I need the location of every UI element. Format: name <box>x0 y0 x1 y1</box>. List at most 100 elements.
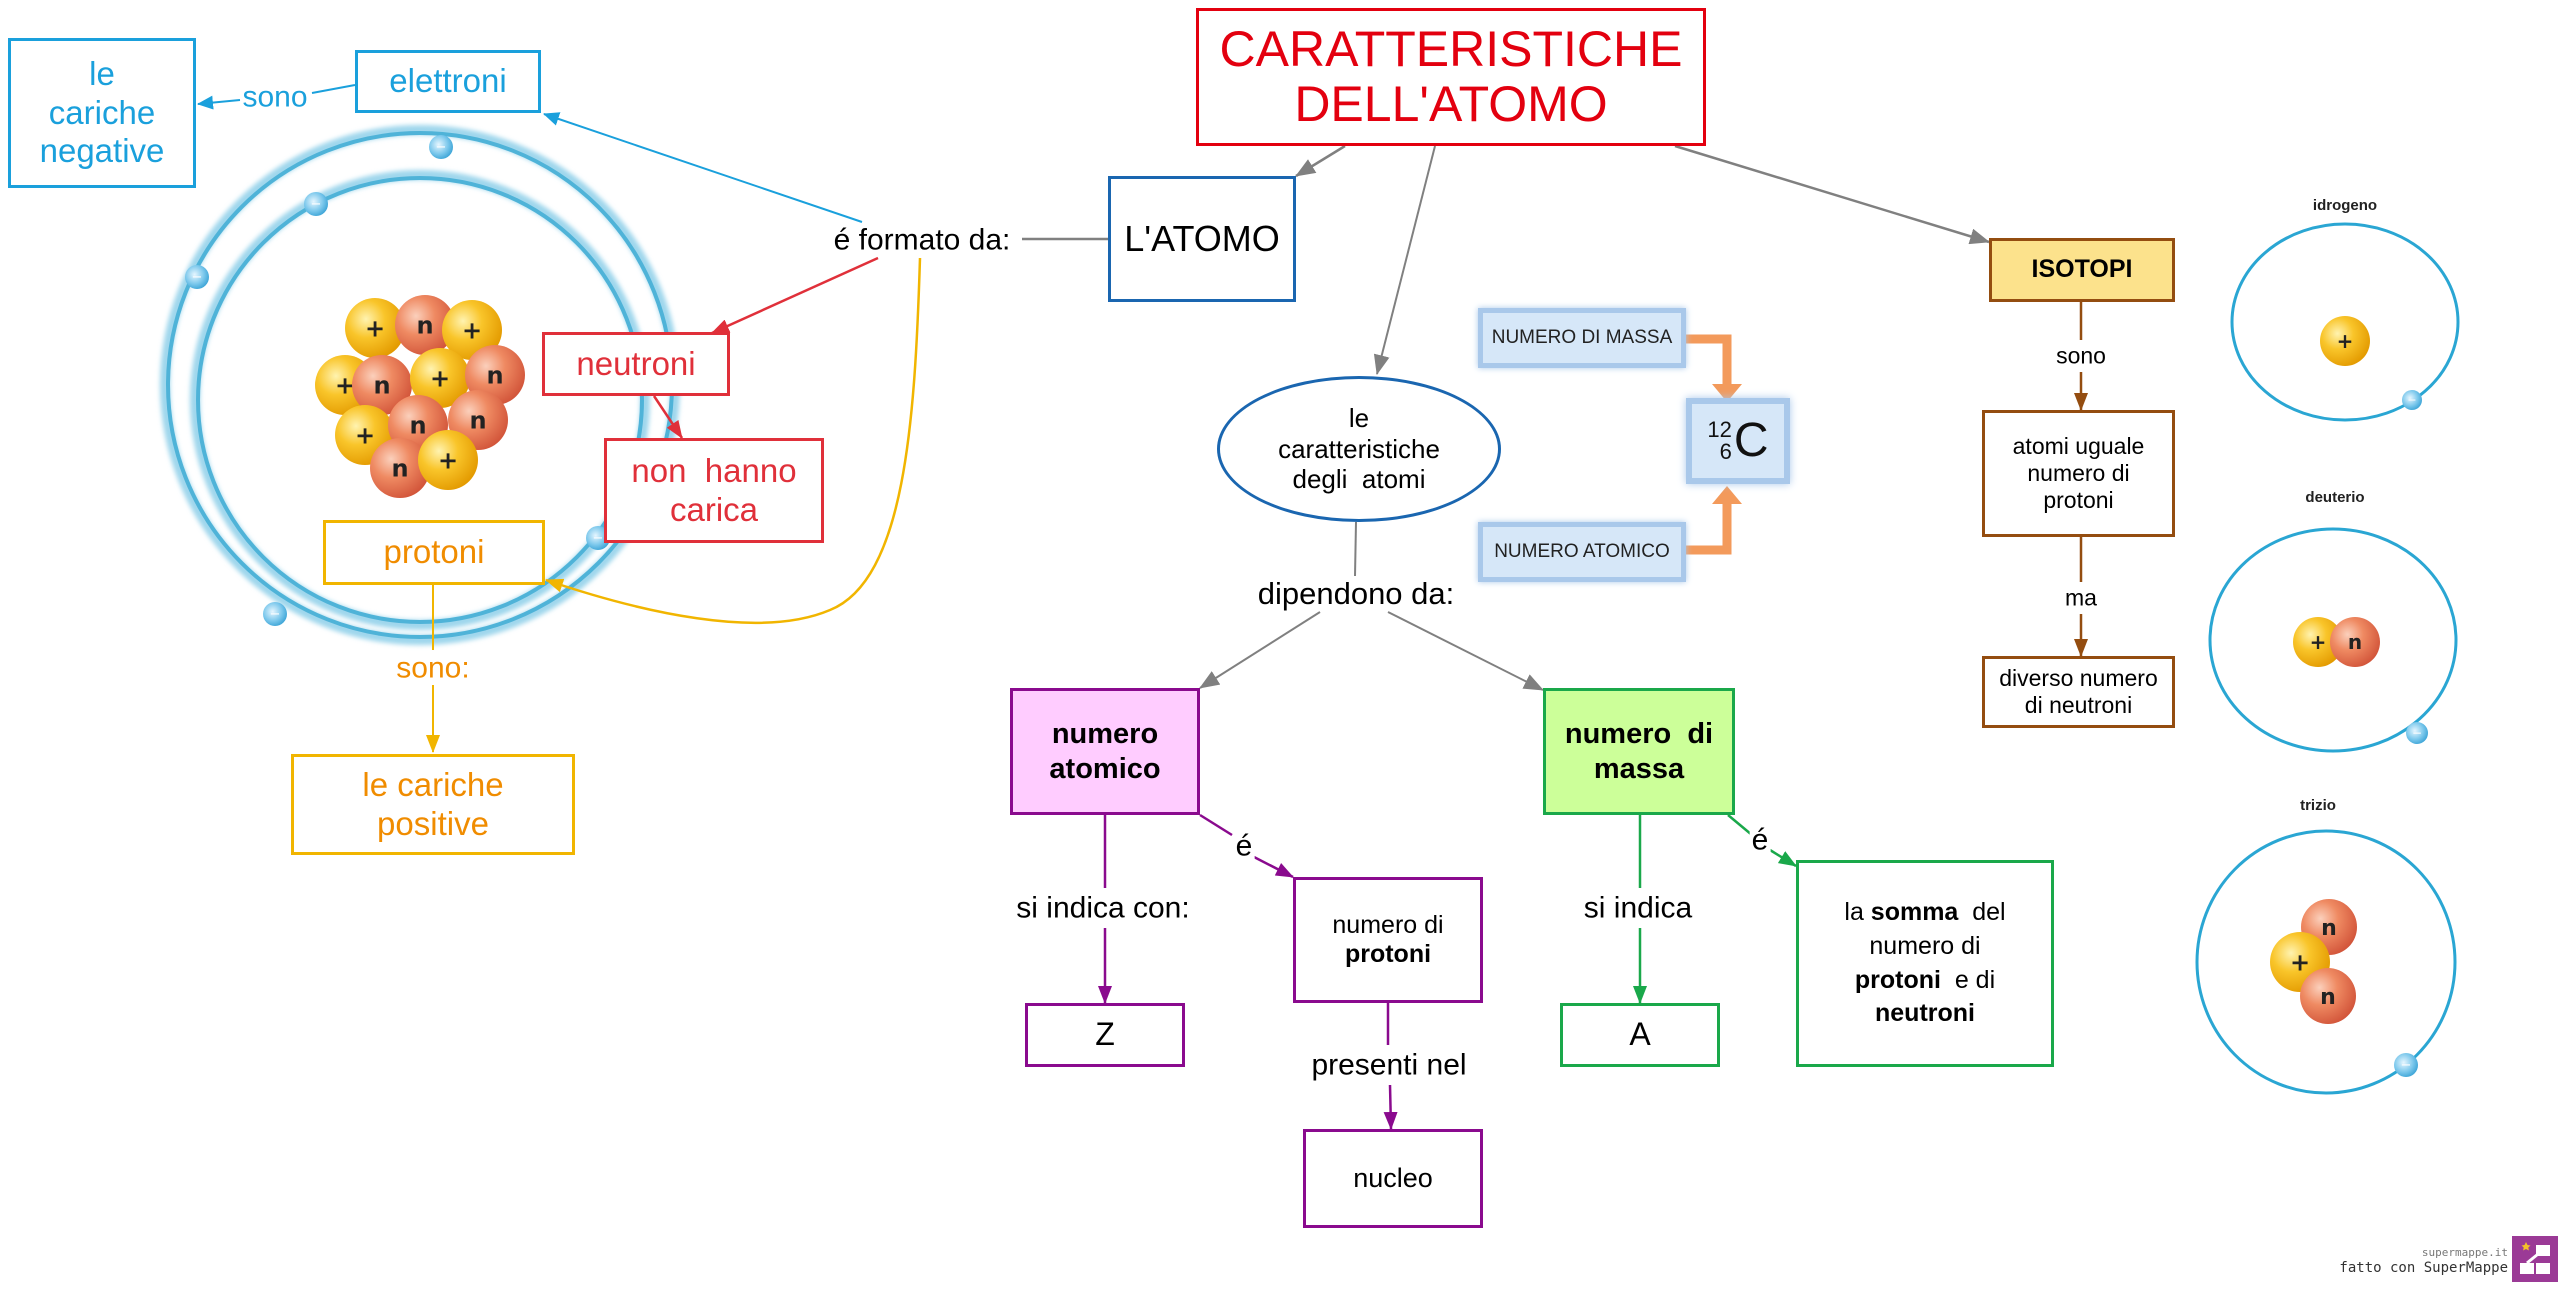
link-formato-protoni <box>545 257 922 624</box>
protons-count-node[interactable]: numero di protoni <box>1293 877 1483 1003</box>
electron-icon: − <box>263 602 287 626</box>
link-e-protoni <box>1253 855 1294 879</box>
particle-label: n <box>2320 985 2336 1010</box>
particle-label: + <box>355 421 375 449</box>
neutron-sphere: n <box>2330 617 2380 667</box>
no-charge-node[interactable]: non hanno carica <box>604 438 824 543</box>
negative-charges-node[interactable]: le cariche negative <box>8 38 196 188</box>
same-protons-line: atomi uguale <box>2012 432 2145 459</box>
link-title-caratteristiche <box>1373 145 1436 375</box>
positive-charges-line: positive <box>377 804 489 842</box>
svg-text:−: − <box>2412 726 2422 740</box>
sum-text: numero di <box>1869 931 1981 960</box>
sum-text-bold: protoni <box>1854 965 1941 994</box>
site-url: supermappe.it <box>2421 1246 2508 1259</box>
title-line-1: CARATTERISTICHE <box>1219 21 1683 77</box>
link-title-atomo <box>1295 144 1346 178</box>
electrons-node[interactable]: elettroni <box>355 50 541 113</box>
atomic-number-caption: NUMERO ATOMICO <box>1478 522 1686 582</box>
positive-charges-node[interactable]: le cariche positive <box>291 754 575 855</box>
sum-line-1: la somma del <box>1844 896 2005 930</box>
supermappe-branding[interactable]: supermappe.it fatto con SuperMappe <box>2300 1232 2560 1288</box>
label-dipendono-da: dipendono da: <box>1253 576 1459 612</box>
particle-label: + <box>438 446 458 474</box>
particle-label: + <box>2337 329 2354 353</box>
protons-node[interactable]: protoni <box>323 520 545 585</box>
mass-number-node[interactable]: numero di massa <box>1543 688 1735 815</box>
z-node[interactable]: Z <box>1025 1003 1185 1067</box>
title-line-2: DELL'ATOMO <box>1294 76 1608 132</box>
supermappe-logo-icon <box>2512 1236 2558 1282</box>
proton-sphere: + <box>418 430 478 490</box>
particle-label: n <box>486 361 503 389</box>
neutrons-node[interactable]: neutroni <box>542 332 730 396</box>
orbit-trizio <box>2195 829 2457 1095</box>
characteristics-line: caratteristiche <box>1278 433 1440 464</box>
electrons-node-label: elettroni <box>389 62 507 100</box>
mass-number-caption: NUMERO DI MASSA <box>1478 308 1686 368</box>
protons-node-label: protoni <box>383 533 485 571</box>
element-symbol: C <box>1733 413 1769 467</box>
a-node[interactable]: A <box>1560 1003 1720 1067</box>
sum-node[interactable]: la somma del numero di protoni e di neut… <box>1796 860 2054 1067</box>
link-e-somma <box>1769 848 1797 868</box>
label-sono-positive: sono: <box>392 651 474 685</box>
label-si-indica-con: si indica con: <box>1012 891 1194 925</box>
mass-number-superscript: 12 <box>1707 417 1732 442</box>
link-dipendono-massa <box>1387 611 1544 691</box>
different-neutrons-node[interactable]: diverso numero di neutroni <box>1982 656 2175 728</box>
arrow-atomico-to-symbol <box>1686 500 1732 555</box>
characteristics-line: degli atomi <box>1292 464 1426 495</box>
link-atomico-e <box>1199 813 1233 837</box>
orbit-inner <box>190 170 650 630</box>
isotopes-node[interactable]: ISOTOPI <box>1989 238 2175 302</box>
a-node-label: A <box>1629 1016 1651 1053</box>
isotopes-node-label: ISOTOPI <box>2031 255 2133 284</box>
atom-node[interactable]: L'ATOMO <box>1108 176 1296 302</box>
link-formato-neutroni <box>711 256 879 335</box>
particle-label: n <box>2321 916 2337 941</box>
orbit-idrogeno <box>2230 222 2460 422</box>
svg-text:−: − <box>311 197 322 212</box>
neutron-sphere: n <box>465 345 525 405</box>
link-neutroni-nonhanno <box>652 395 684 439</box>
particle-label: n <box>409 411 426 439</box>
link-elettroni-sono <box>311 84 356 94</box>
electron-icon: − <box>304 192 328 216</box>
link-dipendono-atomico <box>1199 611 1321 689</box>
electron-icon: − <box>2394 1053 2418 1077</box>
carbon-symbol-box: 12 6 C <box>1686 398 1790 484</box>
svg-text:−: − <box>436 140 447 155</box>
orbit-inner-line <box>196 176 644 624</box>
electron-icon: − <box>2406 722 2428 744</box>
link-title-isotopi <box>1674 144 1990 245</box>
title-box[interactable]: CARATTERISTICHE DELL'ATOMO <box>1196 8 1706 146</box>
link-formato-elettroni <box>543 112 863 223</box>
electron-icon: − <box>429 135 453 159</box>
particle-label: n <box>416 311 433 339</box>
particle-label: n <box>391 454 408 482</box>
neutron-sphere: n <box>352 355 412 415</box>
negative-charges-line: cariche <box>48 93 156 131</box>
svg-text:−: − <box>192 270 203 285</box>
characteristics-node[interactable]: le caratteristiche degli atomi <box>1217 376 1501 522</box>
label-formato-da: é formato da: <box>829 223 1015 257</box>
particle-label: n <box>2348 630 2362 654</box>
same-protons-node[interactable]: atomi uguale numero di protoni <box>1982 410 2175 537</box>
atomic-number-node[interactable]: numero atomico <box>1010 688 1200 815</box>
sum-text: e di <box>1940 965 1996 994</box>
nucleus-node[interactable]: nucleo <box>1303 1129 1483 1228</box>
sum-line-3: protoni e di <box>1855 964 1995 998</box>
neutron-sphere: n <box>370 438 430 498</box>
atomic-number-caption-text: NUMERO ATOMICO <box>1494 540 1670 562</box>
nucleus-node-label: nucleo <box>1353 1162 1433 1193</box>
link-sono-negative <box>197 95 241 110</box>
atomic-number-line: numero <box>1051 718 1159 751</box>
protons-count-line-bold: protoni <box>1344 940 1432 968</box>
atomic-number-line: atomico <box>1049 752 1161 785</box>
label-sono-isotopi: sono <box>2052 343 2110 369</box>
electron-icon: − <box>2402 390 2422 410</box>
proton-sphere: + <box>2293 617 2343 667</box>
